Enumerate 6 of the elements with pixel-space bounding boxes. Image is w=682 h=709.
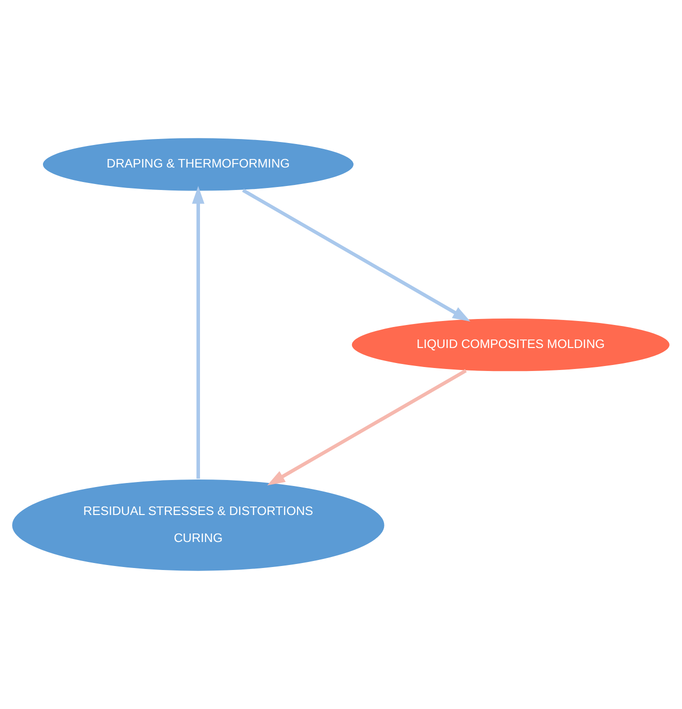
arrow bbox=[242, 188, 470, 322]
node-ellipse: RESIDUAL STRESSES & DISTORTIONS CURING bbox=[11, 478, 386, 572]
node-ellipse: LIQUID COMPOSITES MOLDING bbox=[350, 318, 670, 372]
arrow bbox=[267, 369, 467, 486]
arrow bbox=[192, 186, 204, 479]
node-ellipse: DRAPING & THERMOFORMING bbox=[42, 137, 354, 192]
